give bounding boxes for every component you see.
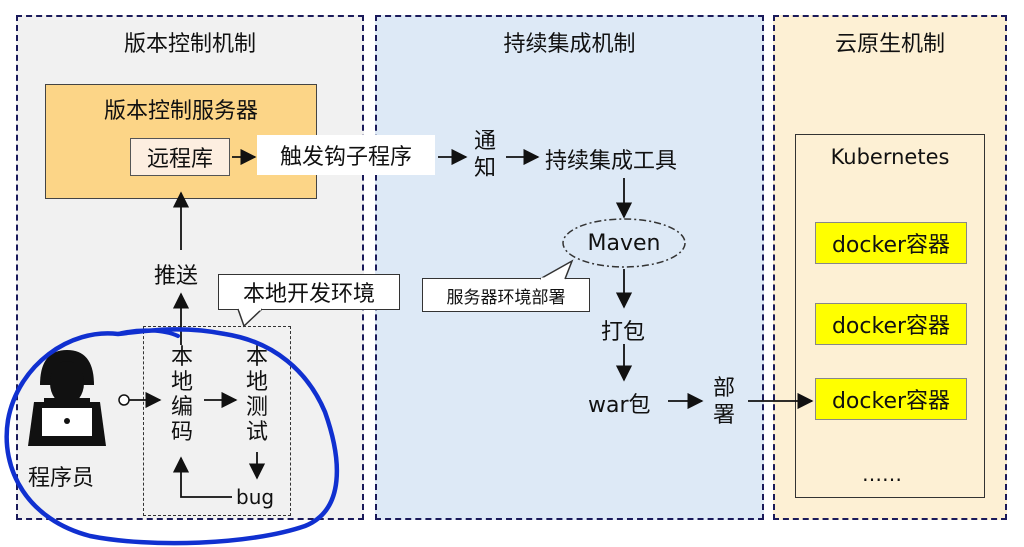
ellipsis-label: ……	[862, 462, 902, 486]
deploy-label: 部署	[712, 376, 735, 428]
docker-container-2: docker容器	[815, 303, 967, 345]
programmer-connector-dot	[118, 394, 130, 406]
maven-ellipse: Maven	[563, 219, 685, 267]
package-label: 打包	[601, 320, 646, 345]
programmer-icon	[28, 350, 106, 446]
local-dev-region	[143, 326, 291, 516]
hand-drawn-annotation	[4, 327, 340, 546]
docker-container-3: docker容器	[815, 378, 967, 420]
ci-panel-title: 持续集成机制	[503, 32, 636, 57]
remote-repo-box: 远程库	[130, 138, 230, 176]
local-env-callout: 本地开发环境	[218, 274, 400, 310]
remote-repo-label: 远程库	[146, 147, 213, 172]
push-label: 推送	[154, 264, 199, 289]
hook-program-box: 触发钩子程序	[257, 135, 435, 175]
arrow-bug-to-coding	[172, 456, 232, 498]
server-env-callout-tail	[539, 259, 574, 280]
local-testing-label: 本地测试	[245, 345, 268, 445]
server-env-deploy-callout: 服务器环境部署	[422, 278, 590, 312]
server-env-deploy-label: 服务器环境部署	[446, 287, 566, 308]
notify-label: 通知	[473, 129, 496, 181]
hook-program-label: 触发钩子程序	[279, 145, 412, 170]
maven-ellipse-outline	[562, 218, 686, 268]
local-coding-label: 本地编码	[170, 345, 193, 445]
cloud-panel-title: 云原生机制	[834, 32, 945, 57]
ci-tool-label: 持续集成工具	[545, 149, 678, 174]
local-env-callout-tail	[237, 308, 263, 328]
docker-container-2-label: docker容器	[831, 314, 951, 339]
maven-label: Maven	[587, 230, 661, 256]
bug-label: bug	[236, 485, 275, 509]
kubernetes-label: Kubernetes	[830, 145, 950, 169]
docker-container-1-label: docker容器	[831, 233, 951, 258]
vcs-panel-title: 版本控制机制	[123, 32, 256, 57]
programmer-label: 程序员	[28, 466, 95, 491]
docker-container-3-label: docker容器	[831, 389, 951, 414]
vcs-server-title: 版本控制服务器	[103, 99, 258, 124]
docker-container-1: docker容器	[815, 222, 967, 264]
local-env-label: 本地开发环境	[242, 282, 375, 307]
war-label: war包	[588, 393, 651, 418]
